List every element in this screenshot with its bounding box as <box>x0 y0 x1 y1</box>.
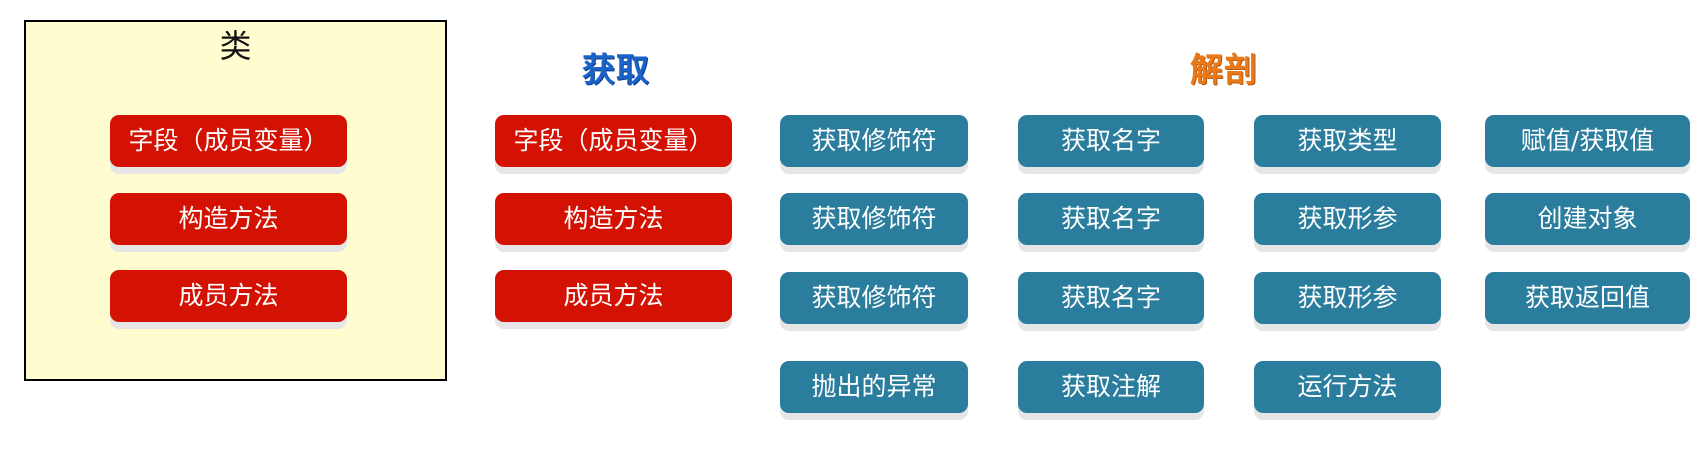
constructor-create-object[interactable]: 创建对象 <box>1485 193 1690 245</box>
class-field-member-variable[interactable]: 字段（成员变量） <box>110 115 347 167</box>
get-section-title: 获取 <box>582 50 650 89</box>
class-title: 类 <box>219 27 252 65</box>
class-member-method[interactable]: 成员方法 <box>110 270 347 322</box>
method-get-parameters[interactable]: 获取形参 <box>1254 272 1441 324</box>
method-get-modifiers[interactable]: 获取修饰符 <box>780 272 968 324</box>
field-get-type[interactable]: 获取类型 <box>1254 115 1441 167</box>
method-thrown-exceptions[interactable]: 抛出的异常 <box>780 361 968 413</box>
constructor-get-parameters[interactable]: 获取形参 <box>1254 193 1441 245</box>
method-get-return-value[interactable]: 获取返回值 <box>1485 272 1690 324</box>
constructor-get-name[interactable]: 获取名字 <box>1018 193 1204 245</box>
get-member-method[interactable]: 成员方法 <box>495 270 732 322</box>
constructor-get-modifiers[interactable]: 获取修饰符 <box>780 193 968 245</box>
method-invoke[interactable]: 运行方法 <box>1254 361 1441 413</box>
get-constructor[interactable]: 构造方法 <box>495 193 732 245</box>
get-field-member-variable[interactable]: 字段（成员变量） <box>495 115 732 167</box>
dissect-section-title: 解剖 <box>1190 50 1258 89</box>
class-constructor[interactable]: 构造方法 <box>110 193 347 245</box>
method-get-annotations[interactable]: 获取注解 <box>1018 361 1204 413</box>
field-set-get-value[interactable]: 赋值/获取值 <box>1485 115 1690 167</box>
field-get-modifiers[interactable]: 获取修饰符 <box>780 115 968 167</box>
method-get-name[interactable]: 获取名字 <box>1018 272 1204 324</box>
field-get-name[interactable]: 获取名字 <box>1018 115 1204 167</box>
